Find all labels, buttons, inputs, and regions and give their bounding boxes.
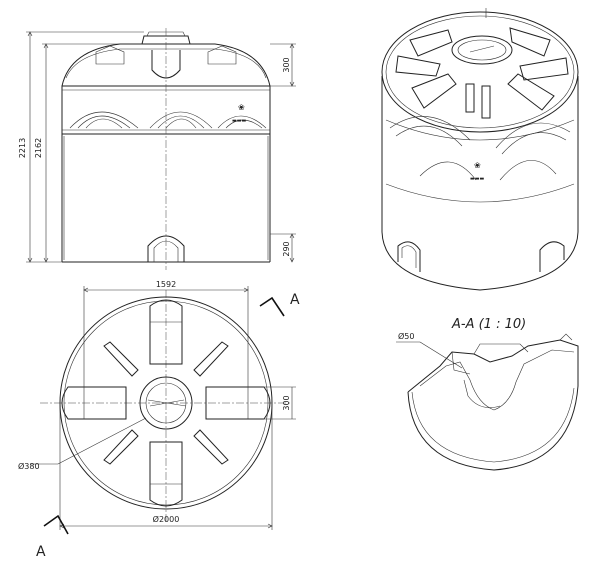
dim-outer-diameter: Ø2000 — [153, 514, 180, 524]
svg-text:❀: ❀ — [238, 103, 245, 112]
dim-fitting: Ø50 — [398, 331, 414, 341]
section-view-a-a: A-A (1 : 10) Ø50 — [396, 317, 579, 471]
dim-niche: 300 — [282, 395, 291, 410]
dim-total-height: 2213 — [18, 138, 27, 158]
section-title: A-A (1 : 10) — [451, 317, 526, 332]
dim-bottom-band: 290 — [282, 241, 291, 256]
dim-hatch-width: 1592 — [156, 280, 176, 289]
section-mark-top: A — [290, 292, 300, 308]
plan-view: 1592 300 Ø380 Ø2000 A A — [18, 280, 300, 560]
svg-text:▬▬▬: ▬▬▬ — [470, 176, 484, 182]
section-mark-bottom: A — [36, 544, 46, 560]
front-elevation-view: ❀ ▬▬▬ 2213 2162 300 29 — [18, 28, 296, 270]
dim-top-band: 300 — [282, 57, 291, 72]
dim-hatch-diameter: Ø380 — [18, 461, 40, 471]
dim-body-height: 2162 — [34, 138, 43, 158]
svg-text:❀: ❀ — [474, 161, 481, 170]
svg-text:▬▬▬: ▬▬▬ — [232, 118, 246, 124]
isometric-view: ❀ ▬▬▬ — [381, 8, 579, 291]
